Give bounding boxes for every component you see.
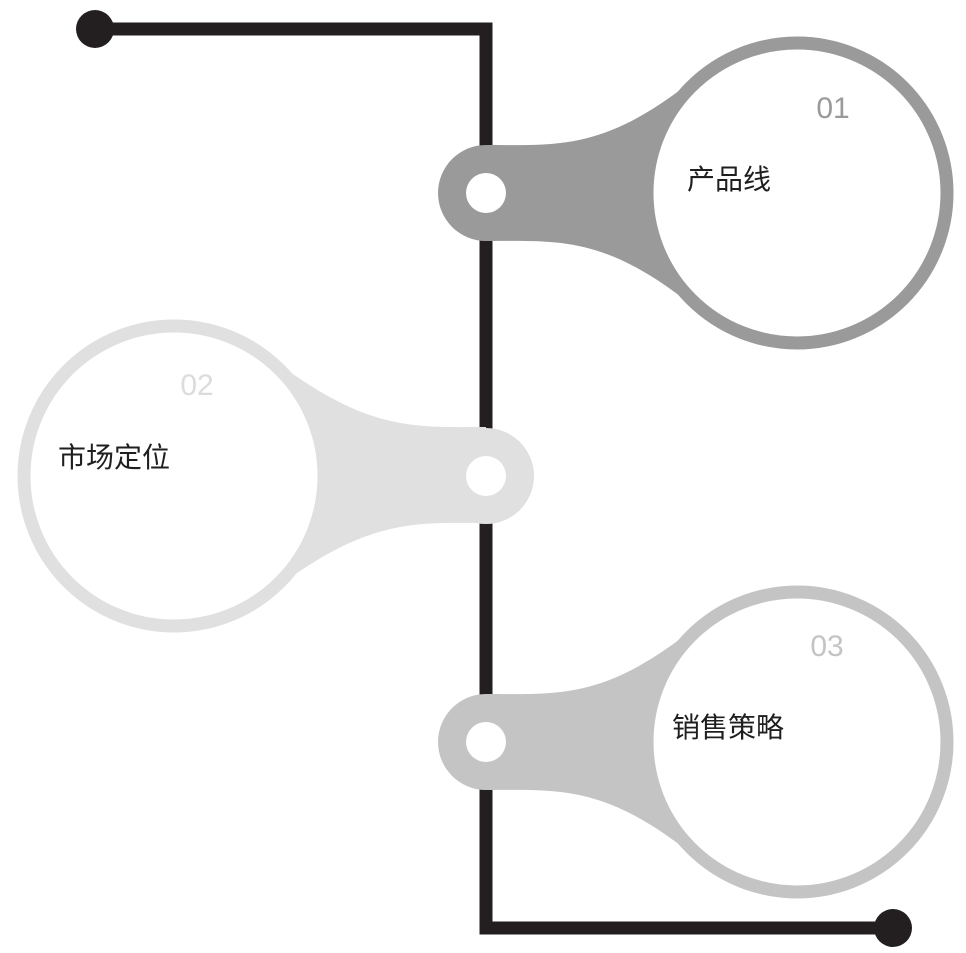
bubble-ring-03 <box>640 585 954 899</box>
item-label-01: 产品线 <box>687 163 771 196</box>
item-number-01: 01 <box>816 92 849 125</box>
item-number-02: 02 <box>180 369 213 402</box>
connector-neck-02 <box>290 372 486 578</box>
timeline-start-dot <box>76 10 114 48</box>
timeline-item-01: 01 产品线 <box>438 36 954 350</box>
bubble-ring-02 <box>17 319 331 633</box>
item-number-03: 03 <box>810 630 843 663</box>
item-label-03: 销售策略 <box>672 711 784 744</box>
item-label-02: 市场定位 <box>58 441 170 474</box>
timeline-item-03: 03 销售策略 <box>438 585 954 899</box>
node-hole-03 <box>466 722 506 762</box>
node-hole-01 <box>466 173 506 213</box>
connector-neck-03 <box>486 639 680 845</box>
timeline-item-02: 02 市场定位 <box>17 319 534 633</box>
node-hole-02 <box>466 456 506 496</box>
bubble-ring-01 <box>640 36 954 350</box>
connector-neck-01 <box>486 90 680 296</box>
timeline-end-dot <box>874 909 912 947</box>
